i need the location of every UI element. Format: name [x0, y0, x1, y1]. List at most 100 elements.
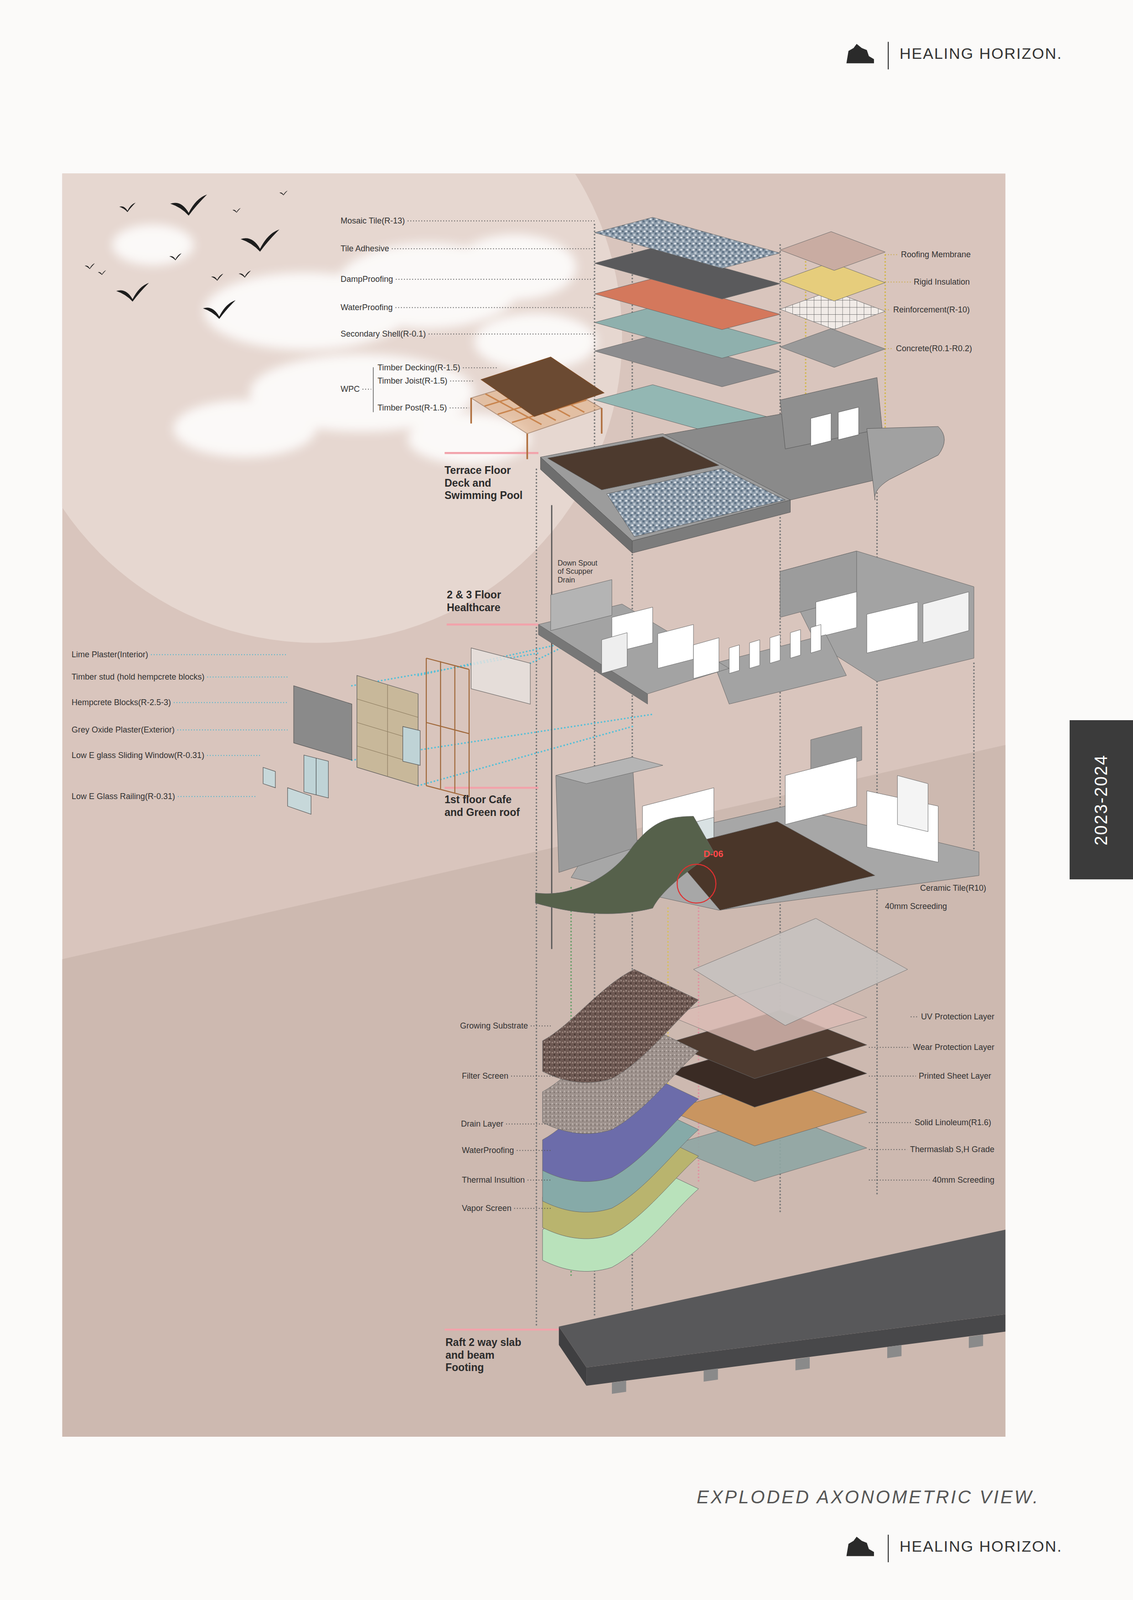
raft-footing-shape — [887, 1344, 902, 1358]
wall-detail-shape — [470, 647, 531, 704]
brand-title: HEALING HORIZON. — [899, 1536, 1063, 1555]
background-shape — [62, 744, 1006, 1437]
part-label: UV Protection Layer — [920, 1011, 995, 1022]
part-label: Printed Sheet Layer — [918, 1070, 992, 1081]
leader-line — [177, 796, 258, 797]
raft-footing — [558, 1229, 1006, 1394]
leader-line — [395, 279, 595, 280]
part-label: Filter Screen — [461, 1070, 509, 1081]
leader-line — [395, 307, 595, 309]
raft-footing-shape — [558, 1229, 1006, 1367]
birds-shape — [170, 194, 208, 216]
leader-line — [884, 254, 898, 256]
section-heading: Raft 2 way slab and beam Footing — [445, 1335, 533, 1374]
part-label: Mosaic Tile(R-13) — [340, 216, 405, 226]
birds-shape — [238, 270, 251, 278]
brand-title: HEALING HORIZON. — [899, 44, 1063, 63]
terrace-floor-shape — [810, 413, 832, 446]
part-label: DampProofing — [340, 274, 394, 285]
leader-line — [869, 1046, 911, 1048]
wall-detail-shape — [263, 766, 276, 788]
leader-line — [506, 1123, 551, 1125]
part-label: Timber Decking(R-1.5) — [377, 362, 461, 373]
part-label: Growing Substrate — [460, 1020, 528, 1031]
heading-markers-shape — [446, 623, 539, 626]
cloud-shape — [453, 234, 576, 301]
wall-detail-shape — [403, 726, 421, 766]
terrace-floor-shape — [866, 426, 945, 500]
section-heading: 2 & 3 Floor Healthcare — [446, 588, 534, 614]
birds-shape — [279, 190, 288, 196]
healthcare-floor — [538, 550, 974, 704]
part-label: WaterProofing — [340, 302, 393, 313]
terrace-floor-shape — [606, 468, 786, 537]
part-label: Down Spout of Scupper Drain — [557, 558, 604, 585]
brand-mark-shape — [887, 41, 889, 70]
birds-shape — [169, 253, 182, 260]
cloud-shape — [112, 224, 194, 265]
leader-line — [428, 333, 595, 335]
part-label: Low E Glass Railing(R-0.31) — [71, 791, 176, 802]
projection-lines-shape — [351, 611, 653, 786]
year-text: 2023-2024 — [1091, 754, 1112, 846]
leader-line — [206, 755, 260, 756]
raft-footing-shape — [968, 1334, 983, 1348]
healthcare-floor-shape — [866, 601, 918, 653]
healthcare-floor-shape — [749, 639, 760, 669]
part-label: 40mm Screeding — [884, 901, 947, 911]
part-label: Drain Layer — [460, 1118, 504, 1129]
part-label: Ceramic Tile(R10) — [920, 883, 987, 893]
part-label: Low E glass Sliding Window(R-0.31) — [71, 750, 205, 761]
part-label: WPC — [340, 384, 360, 394]
part-label: Thermaslab S,H Grade — [910, 1144, 995, 1154]
healthcare-floor-shape — [713, 634, 847, 704]
leader-line — [514, 1207, 551, 1209]
healthcare-floor-shape — [601, 632, 628, 673]
section-heading: Terrace Floor Deck and Swimming Pool — [444, 464, 532, 502]
birds-shape — [119, 202, 136, 213]
caption: EXPLODED AXONOMETRIC VIEW. — [696, 1485, 1040, 1507]
leader-line — [530, 1025, 551, 1027]
timber-deck-shape — [481, 356, 604, 417]
terrace-floor-shape — [780, 377, 883, 450]
leader-line — [450, 380, 475, 382]
birds-shape — [211, 273, 224, 281]
down-spout — [551, 504, 553, 949]
cafe-floor-shape — [555, 756, 663, 784]
leader-line — [869, 1179, 930, 1181]
heading-markers-shape — [444, 786, 539, 789]
floor-layers — [667, 918, 908, 1182]
raft-footing-shape — [703, 1367, 718, 1382]
timber-deck — [470, 356, 604, 460]
cafe-floor-shape — [897, 775, 928, 832]
section-heading: 1st floor Cafe and Green roof — [444, 793, 532, 819]
heading-markers-shape — [444, 451, 539, 454]
projection-lines — [351, 224, 974, 1326]
brand-mark-shape — [846, 43, 874, 64]
brand-mark — [846, 41, 889, 1562]
leader-line — [511, 1075, 556, 1077]
part-label: Wear Protection Layer — [912, 1042, 995, 1052]
part-label: Hempcrete Blocks(R-2.5-3) — [71, 697, 171, 708]
wall-detail-shape — [287, 787, 311, 814]
leader-line — [177, 729, 288, 731]
part-label: Tile Adhesive — [340, 243, 389, 254]
part-label: Vapor Screen — [461, 1203, 512, 1213]
roof-layers-shape — [780, 231, 885, 271]
leader-line — [869, 1075, 916, 1077]
leader-line — [884, 348, 893, 350]
wall-detail-shape — [315, 757, 317, 795]
leader-line — [527, 1179, 551, 1181]
leader-line — [462, 367, 498, 369]
background-shape — [62, 173, 622, 643]
part-label: Rigid Insulation — [913, 277, 970, 287]
part-label: Solid Linoleum(R1.6) — [914, 1117, 992, 1128]
cafe-floor-shape — [535, 816, 714, 914]
birds-shape — [240, 229, 280, 252]
part-label: Lime Plaster(Interior) — [71, 649, 149, 660]
brand-mark-shape — [846, 1536, 874, 1556]
heading-markers-shape — [444, 1328, 559, 1330]
leader-line — [910, 1016, 919, 1018]
leader-line — [150, 654, 288, 656]
